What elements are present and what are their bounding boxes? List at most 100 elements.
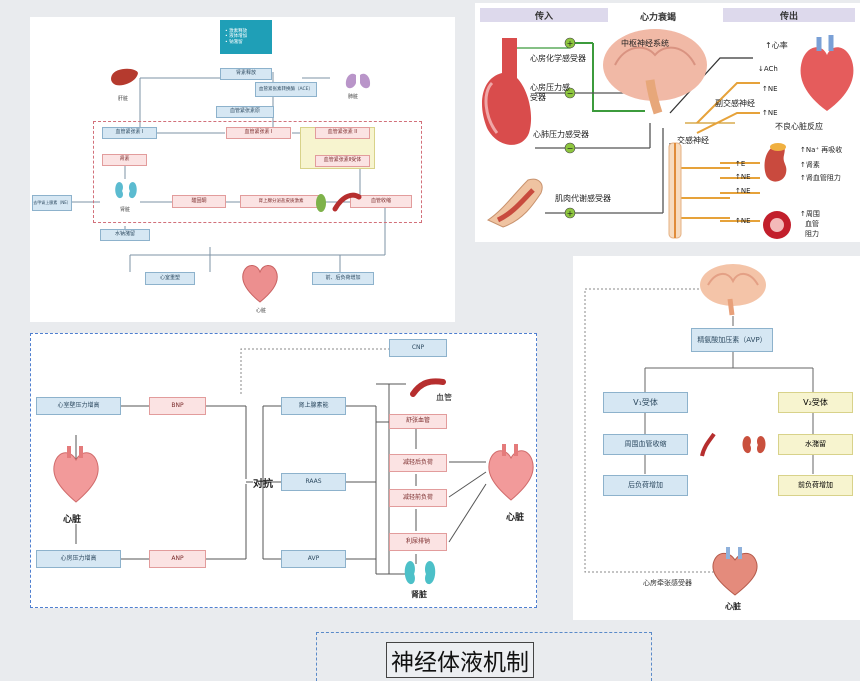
spinal-cord-icon: [668, 142, 682, 239]
stretch-receptor-label: 心房牵张感受器: [643, 579, 692, 587]
raas-dashed-region: [93, 121, 422, 223]
teal-effects-box: • 激素释放 • 液体增加 • 钠潴留: [220, 20, 272, 54]
svg-text:−: −: [567, 144, 574, 153]
teal-item: • 钠潴留: [225, 39, 243, 45]
preload-reduce-box: 减轻前负荷: [389, 489, 447, 507]
liver-icon: [111, 68, 138, 86]
neural-panel: 传入 心力衰竭 传出: [475, 3, 860, 242]
heart-icon: [712, 547, 758, 596]
kidney-label: 肾脏: [120, 207, 131, 213]
heart-rate-label: ↑心率: [765, 41, 788, 50]
cns-label: 中枢神经系统: [621, 39, 669, 48]
preload-box: 前负荷增加: [778, 475, 853, 496]
avp-connectors: [584, 288, 814, 573]
ang1-box: 血管紧张素 I: [226, 127, 291, 139]
heart-icon: [242, 265, 278, 303]
ach-label: ↓ACh: [758, 65, 778, 73]
angiotensinogen-box: 血管紧张素原: [216, 106, 274, 118]
header-afferent: 传入: [480, 8, 608, 22]
vasodilation-box: 舒张血管: [389, 414, 447, 429]
avp-box: AVP: [281, 550, 346, 568]
ang2-box: 血管紧张素 II: [315, 127, 370, 139]
heart-right-label: 心脏: [506, 513, 525, 523]
peripheral-resistance-3: 阻力: [805, 230, 819, 238]
lv-pressure-box: 心室壁压力增高: [36, 397, 121, 415]
antagonism-label: 对抗: [253, 479, 273, 490]
afterload-reduce-box: 减轻后负荷: [389, 454, 447, 472]
svg-text:+: +: [567, 209, 574, 218]
norepinephrine-box: 去甲肾上腺素（NE）: [32, 195, 72, 211]
raas-panel: • 激素释放 • 液体增加 • 钠潴留 肾素释放 血管紧张素转换酶（ACE） 血…: [30, 17, 455, 322]
anp-box: ANP: [149, 550, 206, 568]
peripheral-resistance-2: 血管: [805, 220, 819, 228]
ne3-label: ↑NE: [735, 173, 751, 181]
ne5-label: ↑NE: [735, 217, 751, 225]
renin-box: 肾素: [102, 154, 147, 166]
renal-resistance-label: ↑肾血管阻力: [800, 174, 841, 182]
ace-box: 血管紧张素转换酶（ACE）: [255, 82, 317, 97]
kidney-icon: [742, 436, 766, 454]
neural-connectors: + − − +: [505, 37, 760, 222]
arm-icon: [486, 178, 543, 228]
teal-item: • 激素释放: [225, 29, 248, 35]
liver-label: 肝脏: [118, 96, 129, 102]
heart-label: 心脏: [256, 308, 267, 314]
ne1-label: ↑NE: [762, 85, 778, 93]
water-retention-box: 水潴留: [778, 434, 853, 455]
renin-label: ↑肾素: [800, 161, 820, 169]
vessel-icon: [410, 378, 446, 397]
aldosterone-box: 醛固酮: [172, 195, 226, 208]
cardiopulmonary-label: 心肺压力感受器: [533, 130, 589, 139]
parasympathetic-label: 副交感神经: [715, 99, 755, 108]
vessel-cross-section-icon: [763, 211, 791, 239]
header-efferent: 传出: [723, 8, 855, 22]
heart-left-label: 心脏: [63, 515, 82, 525]
peripheral-resistance-1: ↑周围: [800, 210, 820, 218]
vasoconstriction-box: 血管收缩: [350, 195, 412, 208]
load-increase-box: 前、后负荷增加: [312, 272, 374, 285]
kidney-icon: [115, 182, 137, 199]
vessel-icon: [700, 432, 716, 457]
adrenal-vessel-icon: [316, 192, 362, 212]
teal-item: • 液体增加: [225, 34, 248, 40]
la-pressure-box: 心房压力增高: [36, 550, 121, 568]
cnp-box: CNP: [389, 339, 447, 357]
v2-receptor-box: V₂受体: [778, 392, 853, 413]
kidney-label: 肾脏: [411, 590, 427, 599]
avp-panel: 精氨酸加压素（AVP） V₁受体 V₂受体 周围血管收缩 水潴留 后负荷增加 前…: [573, 256, 860, 620]
vasoconstriction-box: 周围血管收缩: [603, 434, 688, 455]
at2-receptor-box: 血管紧张素Ⅱ受体: [315, 155, 370, 167]
bad-response-label: 不良心脏反应: [775, 122, 823, 131]
svg-text:+: +: [567, 39, 574, 48]
kidney-right-icon: [764, 143, 787, 182]
heart-label: 心脏: [725, 602, 741, 611]
renin-release-box: 肾素释放: [220, 68, 272, 80]
lung-icon: [345, 67, 371, 89]
vessel-label: 血管: [436, 393, 452, 402]
ne4-label: ↑NE: [735, 187, 751, 195]
heart-left-icon: [53, 446, 99, 503]
v1-receptor-box: V₁受体: [603, 392, 688, 413]
heart-right-icon: [800, 35, 854, 111]
muscle-receptor-label: 肌肉代谢感受器: [555, 194, 611, 203]
svg-text:−: −: [567, 89, 574, 98]
brain-icon: [603, 29, 707, 115]
sodium-label: ↑Na⁺ 再吸收: [800, 146, 843, 154]
ang1-box-left: 血管紧张素 I: [102, 127, 157, 139]
avp-box: 精氨酸加压素（AVP）: [691, 328, 773, 352]
ne2-label: ↑NE: [762, 109, 778, 117]
afterload-box: 后负荷增加: [603, 475, 688, 496]
adrenergic-box: 肾上腺素能: [281, 397, 346, 415]
raas-connectors: [72, 72, 386, 272]
heart-right-icon: [488, 444, 534, 501]
natriuretic-panel: CNP 心室壁压力增高 BNP 心房压力增高 ANP 对抗 肾上腺素能 RAAS…: [30, 333, 537, 608]
water-sodium-box: 水钠潴留: [100, 229, 150, 241]
remodeling-box: 心室重塑: [145, 272, 195, 285]
diuresis-box: 利尿排钠: [389, 533, 447, 551]
mineralocorticoid-box: 肾上腺分泌盐皮质激素: [240, 195, 322, 208]
lung-label: 肺脏: [348, 94, 359, 100]
raas-box: RAAS: [281, 473, 346, 491]
sympathetic-label: 交感神经: [677, 136, 709, 145]
title-frame: [316, 632, 652, 681]
heart-left-icon: [482, 38, 532, 145]
